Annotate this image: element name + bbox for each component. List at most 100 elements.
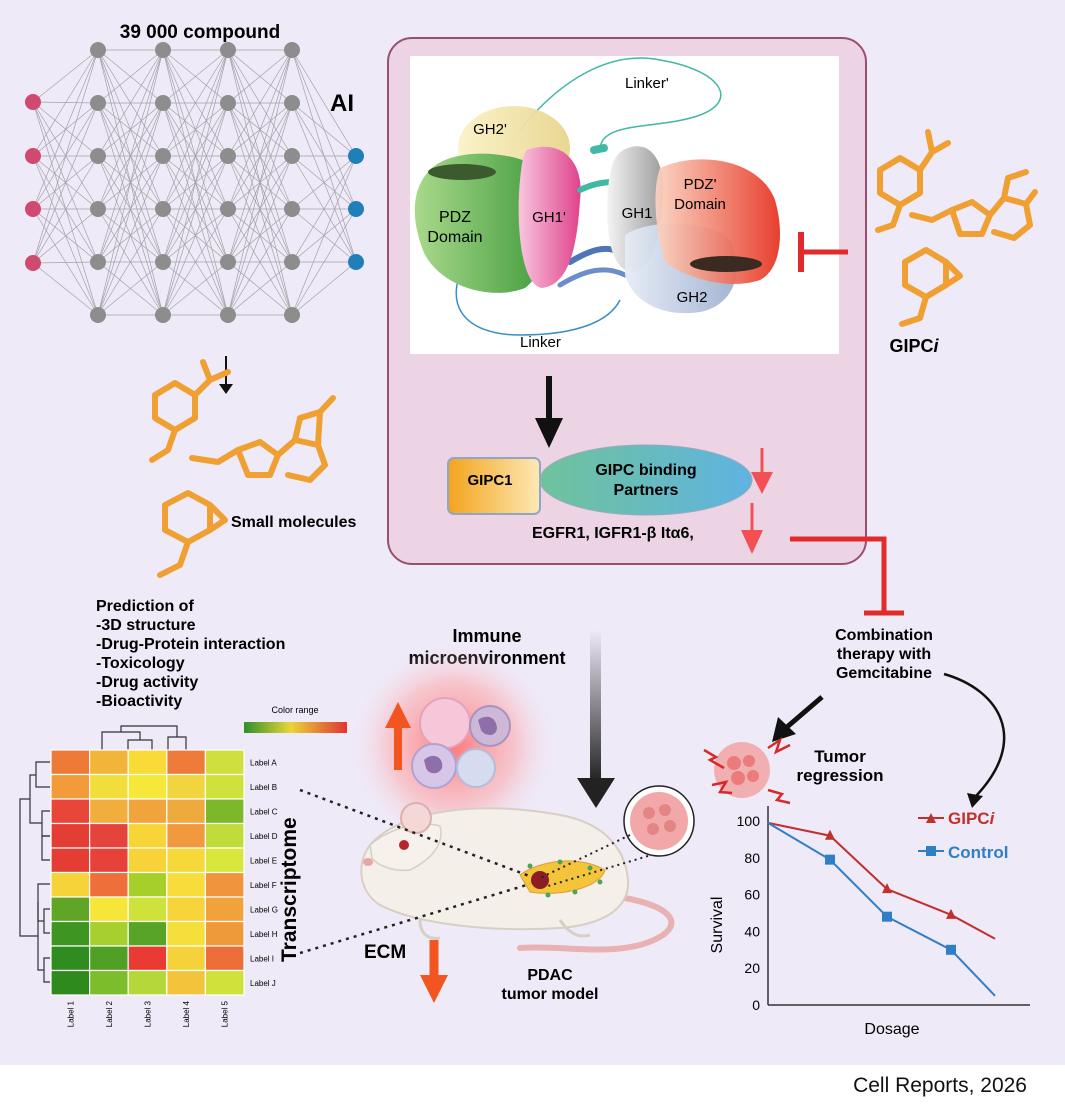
prediction-line: -Drug activity bbox=[96, 674, 198, 691]
chart-series bbox=[767, 821, 996, 997]
gh1-prime-label: GH1' bbox=[532, 209, 566, 226]
heatmap-cell bbox=[50, 749, 91, 776]
heatmap-cell bbox=[204, 969, 245, 996]
combination-label-1: Combination bbox=[835, 627, 933, 644]
network-node bbox=[155, 95, 171, 111]
heatmap-cell bbox=[127, 945, 168, 972]
network-node bbox=[90, 254, 106, 270]
network-node bbox=[220, 148, 236, 164]
transcriptome-label: Transcriptome bbox=[278, 817, 301, 962]
heatmap-cell bbox=[166, 871, 207, 898]
prediction-line: -Toxicology bbox=[96, 655, 185, 672]
heatmap-cell bbox=[88, 920, 129, 947]
column-dendrogram bbox=[101, 725, 187, 750]
transcriptome-connector bbox=[299, 788, 533, 955]
gipci-label: GIPCi bbox=[889, 336, 939, 356]
heatmap-cell bbox=[88, 773, 129, 800]
legend-gipci: GIPCi bbox=[948, 809, 996, 828]
network-node bbox=[284, 307, 300, 323]
network-node bbox=[25, 255, 41, 271]
up-arrow-icon bbox=[385, 702, 411, 770]
heatmap-row-label: Label H bbox=[250, 930, 278, 939]
chart-legend: GIPCi Control bbox=[918, 809, 1008, 862]
network-node bbox=[155, 201, 171, 217]
neural-network bbox=[25, 42, 364, 323]
prediction-line: -Bioactivity bbox=[96, 693, 182, 710]
combination-label-3: Gemcitabine bbox=[836, 665, 932, 682]
network-connections bbox=[32, 49, 357, 316]
combination-to-chart-arrow bbox=[943, 672, 1006, 808]
targets-label: EGFR1, IGFR1-β Itα6, bbox=[532, 525, 694, 542]
network-node bbox=[220, 307, 236, 323]
network-node bbox=[155, 254, 171, 270]
network-node bbox=[25, 148, 41, 164]
gipc-protein-structure: GH2' PDZ Domain GH1' GH1 PDZ' Domain GH2… bbox=[414, 57, 780, 351]
y-tick-label: 20 bbox=[744, 960, 760, 976]
y-tick-label: 0 bbox=[752, 997, 760, 1013]
network-node bbox=[284, 95, 300, 111]
x-axis-label: Dosage bbox=[864, 1021, 919, 1038]
color-range-label: Color range bbox=[271, 705, 318, 715]
citation: Cell Reports, 2026 bbox=[853, 1074, 1027, 1097]
pdac-label-2: tumor model bbox=[502, 986, 599, 1003]
protein-to-binding-arrow bbox=[535, 376, 563, 448]
heatmap-cell bbox=[204, 945, 245, 972]
heatmap-cell bbox=[204, 847, 245, 874]
prediction-line: -3D structure bbox=[96, 617, 196, 634]
heatmap-cell bbox=[166, 773, 207, 800]
prediction-line: Prediction of bbox=[96, 598, 194, 615]
heatmap-cell bbox=[127, 871, 168, 898]
compound-count-title: 39 000 compound bbox=[120, 22, 281, 43]
small-molecule-icons bbox=[149, 359, 336, 578]
tumor-regression-label-2: regression bbox=[797, 766, 884, 785]
heatmap-cell bbox=[50, 822, 91, 849]
combination-to-tumor-arrow bbox=[772, 695, 824, 742]
heatmap-col-label: Label 3 bbox=[144, 1000, 153, 1027]
heatmap-cell bbox=[166, 749, 207, 776]
pdz-domain-left bbox=[414, 153, 553, 293]
heatmap-cell bbox=[166, 920, 207, 947]
partners-label-2: Partners bbox=[614, 482, 679, 499]
heatmap-row-label: Label C bbox=[250, 807, 278, 816]
network-node bbox=[284, 42, 300, 58]
heatmap-cell bbox=[166, 847, 207, 874]
heatmap-row-label: Label G bbox=[250, 905, 278, 914]
inhibition-connector bbox=[790, 536, 904, 616]
tumor-icon bbox=[703, 736, 791, 805]
network-node bbox=[348, 254, 364, 270]
down-arrow-icon bbox=[741, 503, 763, 554]
triangle-marker-icon bbox=[926, 813, 936, 823]
network-node bbox=[90, 148, 106, 164]
data-point bbox=[946, 908, 956, 919]
heatmap-cell bbox=[50, 969, 91, 996]
heatmap-cell bbox=[166, 822, 207, 849]
network-node bbox=[220, 42, 236, 58]
network-node bbox=[90, 95, 106, 111]
prediction-list: Prediction of -3D structure -Drug-Protei… bbox=[96, 598, 285, 710]
heatmap-cell bbox=[204, 822, 245, 849]
network-node bbox=[348, 148, 364, 164]
heatmap-cell bbox=[204, 920, 245, 947]
heatmap-cell bbox=[204, 749, 245, 776]
network-node bbox=[155, 42, 171, 58]
network-node bbox=[90, 201, 106, 217]
legend-control: Control bbox=[948, 843, 1008, 862]
gh2-prime-label: GH2' bbox=[473, 121, 507, 138]
linker-prime-label: Linker' bbox=[625, 75, 669, 92]
pdz-right-label-1: PDZ' bbox=[684, 176, 717, 193]
graphical-abstract: 39 000 compound AI Small molecules Predi… bbox=[19, 22, 1038, 1038]
heatmap-cell bbox=[127, 896, 168, 923]
y-tick-label: 40 bbox=[744, 923, 760, 939]
heatmap-cell bbox=[50, 896, 91, 923]
heatmap-cell bbox=[204, 871, 245, 898]
heatmap-row-label: Label E bbox=[250, 856, 277, 865]
data-point bbox=[946, 944, 956, 955]
row-dendrogram bbox=[19, 761, 50, 983]
combination-label-2: therapy with bbox=[837, 646, 931, 663]
heatmap-cell bbox=[50, 773, 91, 800]
y-tick-label: 80 bbox=[744, 850, 760, 866]
ai-label: AI bbox=[330, 90, 354, 117]
heatmap-cell bbox=[50, 847, 91, 874]
inhibition-bar-icon bbox=[798, 232, 848, 272]
